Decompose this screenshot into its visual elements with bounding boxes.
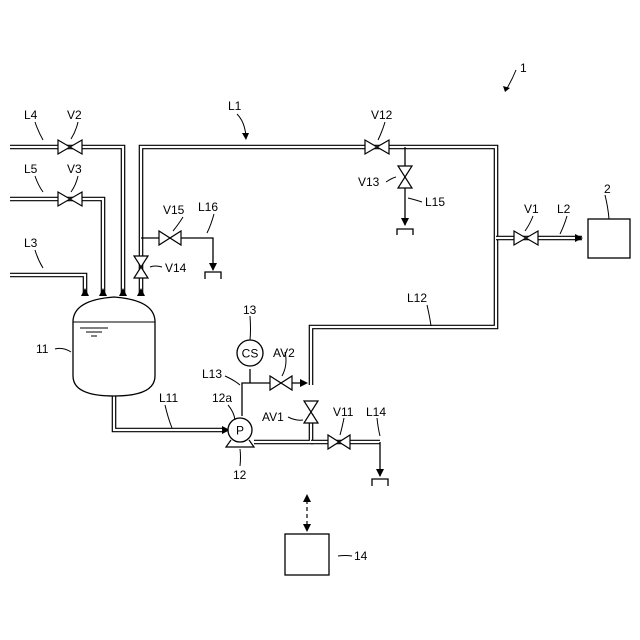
- label-av1: AV1: [262, 410, 284, 424]
- label-tank: 11: [36, 342, 49, 356]
- label-v12: V12: [371, 108, 393, 122]
- pipe-network: [10, 147, 582, 442]
- label-v13: V13: [358, 175, 380, 189]
- pump-symbol: P: [236, 424, 244, 438]
- valve-v15[interactable]: [159, 231, 181, 245]
- pipe-l3: [10, 275, 85, 296]
- label-l3: L3: [24, 236, 38, 250]
- label-v11: V11: [333, 405, 354, 419]
- valve-v11[interactable]: [328, 435, 350, 449]
- label-l4: L4: [24, 108, 38, 122]
- label-v15: V15: [163, 203, 185, 217]
- label-destination: 2: [604, 182, 611, 196]
- label-sensor: 13: [243, 303, 257, 317]
- label-l15: L15: [425, 195, 445, 209]
- label-v1: V1: [524, 202, 539, 216]
- label-l12: L12: [407, 291, 427, 305]
- sensor-symbol: CS: [242, 347, 259, 361]
- pipe-l1: [141, 147, 496, 385]
- label-pump: 12: [233, 468, 247, 482]
- valve-v3[interactable]: [58, 192, 82, 206]
- flow-arrows: [81, 234, 583, 434]
- label-l16: L16: [198, 200, 218, 214]
- label-controller: 14: [354, 549, 368, 563]
- label-l1: L1: [228, 99, 242, 113]
- label-l11: L11: [159, 391, 178, 405]
- label-l5: L5: [24, 162, 38, 176]
- valve-v13[interactable]: [398, 166, 412, 188]
- valve-v2[interactable]: [58, 140, 82, 154]
- label-l2: L2: [557, 202, 571, 216]
- valve-v14[interactable]: [134, 256, 148, 278]
- valve-v1[interactable]: [514, 231, 538, 245]
- label-pump-port: 12a: [212, 391, 232, 405]
- label-av2: AV2: [273, 346, 295, 360]
- figure-ref-label: 1: [520, 61, 527, 75]
- sensor-13: CS: [237, 340, 263, 366]
- label-v14: V14: [165, 261, 187, 275]
- label-l13: L13: [202, 367, 222, 381]
- label-l14: L14: [366, 405, 386, 419]
- valve-av2[interactable]: [270, 376, 292, 390]
- valve-av1[interactable]: [304, 401, 318, 423]
- pump-12: P: [226, 418, 254, 447]
- label-v3: V3: [67, 162, 82, 176]
- controller-14: [285, 534, 329, 575]
- tank-11: [73, 297, 155, 396]
- label-v2: V2: [67, 108, 82, 122]
- destination-2: [588, 219, 630, 258]
- valve-v12[interactable]: [365, 140, 389, 154]
